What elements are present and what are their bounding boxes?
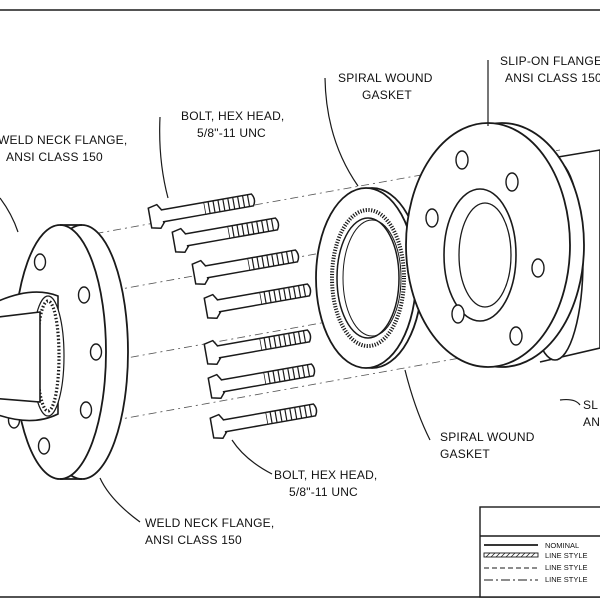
bolt [209, 397, 320, 441]
label-bolt-top-line2: 5/8"-11 UNC [197, 126, 266, 140]
legend-line-style-1-label: LINE STYLE [545, 551, 588, 560]
label-gasket-bottom-line2: GASKET [440, 447, 490, 461]
flange-bolt-holes [425, 150, 545, 346]
label-gasket-top-line1: SPIRAL WOUND [338, 71, 433, 85]
bolt [203, 323, 314, 367]
label-right-partial-line2: AN [583, 415, 600, 429]
label-weld-neck-top-line1: WELD NECK FLANGE, [0, 133, 127, 147]
label-weld-neck-top-line2: ANSI CLASS 150 [6, 150, 103, 164]
label-bolt-bottom-line2: 5/8"-11 UNC [289, 485, 358, 499]
legend-line-style-2-label: LINE STYLE [545, 563, 588, 572]
alignment-centerlines [59, 149, 561, 431]
label-gasket-bottom-line1: SPIRAL WOUND [440, 430, 535, 444]
callout-labels: WELD NECK FLANGE, ANSI CLASS 150 BOLT, H… [0, 54, 600, 547]
spiral-wound-gasket [315, 187, 423, 369]
bolt [191, 243, 302, 287]
weld-neck-flange [0, 224, 129, 480]
label-right-partial-line1: SL [583, 398, 598, 412]
line-style-legend: NOMINAL LINE STYLE LINE STYLE LINE STYLE [479, 506, 600, 598]
leader-lines [0, 60, 581, 523]
bolt [203, 277, 314, 321]
legend-line-style-3-label: LINE STYLE [545, 575, 588, 584]
hex-head-bolts [147, 193, 320, 441]
label-weld-neck-bottom-line2: ANSI CLASS 150 [145, 533, 242, 547]
label-bolt-bottom-line1: BOLT, HEX HEAD, [274, 468, 377, 482]
label-slip-on-line2: ANSI CLASS 150 [505, 71, 600, 85]
flange-bolt-holes [7, 253, 103, 455]
label-bolt-top-line1: BOLT, HEX HEAD, [181, 109, 284, 123]
slip-on-flange [405, 122, 600, 368]
legend-nominal-label: NOMINAL [545, 541, 579, 550]
label-gasket-top-line2: GASKET [362, 88, 412, 102]
label-weld-neck-bottom-line1: WELD NECK FLANGE, [145, 516, 274, 530]
label-slip-on-line1: SLIP-ON FLANGE, [500, 54, 600, 68]
bolt [147, 193, 256, 230]
